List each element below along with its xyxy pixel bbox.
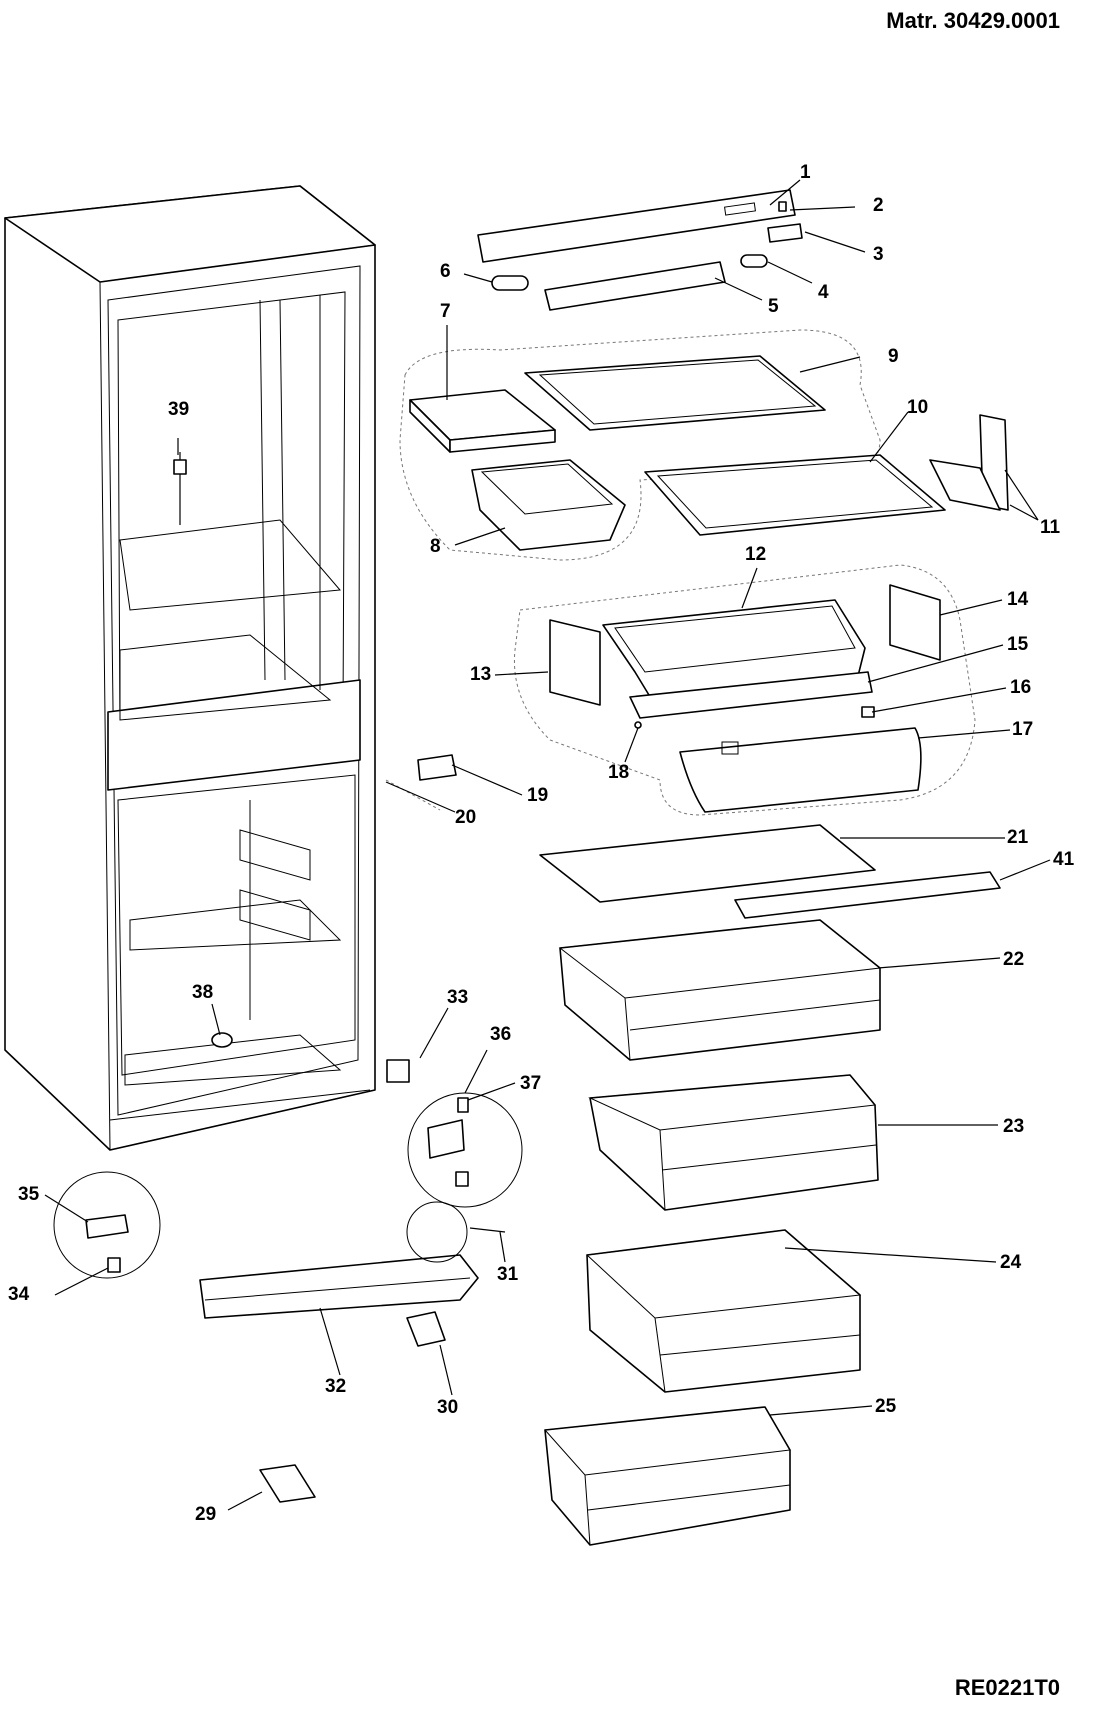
part-19-graphic xyxy=(417,754,457,781)
part-1-graphic xyxy=(477,189,796,263)
part-8-graphic xyxy=(471,459,626,551)
drawing-reference: RE0221T0 xyxy=(954,1675,1060,1700)
part-label-12: 12 xyxy=(745,544,767,565)
part-label-39: 39 xyxy=(168,399,190,420)
part-label-30: 30 xyxy=(437,1397,459,1418)
part-33-graphic xyxy=(386,1059,410,1083)
part-25-graphic xyxy=(543,1406,791,1546)
part-10-graphic xyxy=(644,454,946,536)
part-label-19: 19 xyxy=(527,785,549,806)
part-11-graphic xyxy=(929,414,1009,511)
part-label-13: 13 xyxy=(470,664,492,685)
part-30-graphic xyxy=(406,1311,446,1347)
part-label-36: 36 xyxy=(490,1024,512,1045)
part-label-29: 29 xyxy=(195,1504,217,1525)
part-label-8: 8 xyxy=(430,536,441,557)
part-41-graphic xyxy=(734,871,1001,919)
part-label-32: 32 xyxy=(325,1376,347,1397)
part-label-35: 35 xyxy=(18,1184,40,1205)
part-label-15: 15 xyxy=(1007,634,1029,655)
part-label-11: 11 xyxy=(1040,517,1061,538)
part-label-38: 38 xyxy=(192,982,214,1003)
part-21-graphic xyxy=(539,824,876,903)
part-label-24: 24 xyxy=(1000,1252,1022,1273)
part-9-graphic xyxy=(524,355,826,431)
part-label-37: 37 xyxy=(520,1073,542,1094)
part-7-graphic xyxy=(409,389,556,453)
part-label-9: 9 xyxy=(888,346,899,367)
part-18-graphic xyxy=(634,721,642,729)
part-label-16: 16 xyxy=(1010,677,1032,698)
part-34-35-graphics xyxy=(53,1171,161,1279)
cabinet-body xyxy=(4,185,376,1151)
part-label-17: 17 xyxy=(1012,719,1034,740)
part-label-23: 23 xyxy=(1003,1116,1025,1137)
part-17-graphic xyxy=(679,727,922,813)
part-13-14-graphics xyxy=(549,584,941,706)
part-32-graphic xyxy=(199,1254,479,1319)
part-label-6: 6 xyxy=(440,261,451,282)
part-label-20: 20 xyxy=(455,807,477,828)
part-label-1: 1 xyxy=(800,162,811,183)
part-label-4: 4 xyxy=(818,282,829,303)
part-label-18: 18 xyxy=(608,762,630,783)
part-label-10: 10 xyxy=(907,397,929,418)
part-label-41: 41 xyxy=(1053,849,1075,870)
part-31-graphic xyxy=(406,1201,506,1263)
material-number: Matr. 30429.0001 xyxy=(886,8,1060,33)
part-29-graphic xyxy=(259,1464,316,1503)
part-22-graphic xyxy=(558,919,882,1061)
part-24-graphic xyxy=(585,1229,862,1393)
part-36-37-graphics xyxy=(407,1092,523,1208)
part-20-graphic xyxy=(385,779,441,811)
part-label-5: 5 xyxy=(768,296,779,317)
part-label-33: 33 xyxy=(447,987,469,1008)
part-label-14: 14 xyxy=(1007,589,1029,610)
part-2-4-graphics xyxy=(740,201,803,268)
leader-lines xyxy=(44,179,1051,1511)
part-23-graphic xyxy=(588,1074,879,1211)
part-label-22: 22 xyxy=(1003,949,1025,970)
part-label-3: 3 xyxy=(873,244,884,265)
part-label-31: 31 xyxy=(497,1264,519,1285)
part-label-25: 25 xyxy=(875,1396,897,1417)
part-15-graphic xyxy=(629,671,873,719)
part-label-21: 21 xyxy=(1007,827,1029,848)
part-label-34: 34 xyxy=(8,1284,30,1305)
part-label-2: 2 xyxy=(873,195,884,216)
part-label-7: 7 xyxy=(440,301,451,322)
part-5-6-graphics xyxy=(491,261,726,311)
